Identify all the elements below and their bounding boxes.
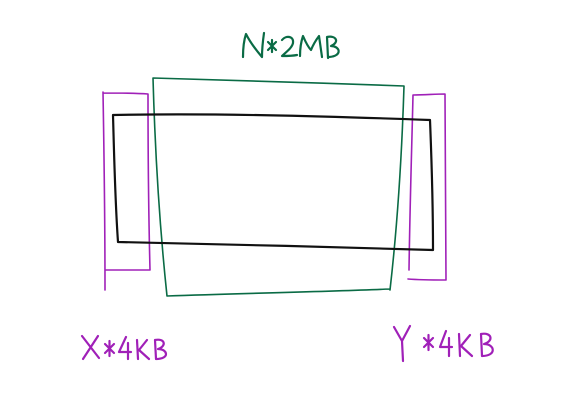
left-label-strokes (80, 334, 168, 361)
black-rectangle (111, 113, 435, 252)
right-label-strokes (392, 324, 494, 363)
left-purple-region (102, 91, 151, 291)
green-region (152, 77, 405, 297)
right-purple-region (407, 93, 447, 281)
top-label-strokes (241, 31, 340, 60)
